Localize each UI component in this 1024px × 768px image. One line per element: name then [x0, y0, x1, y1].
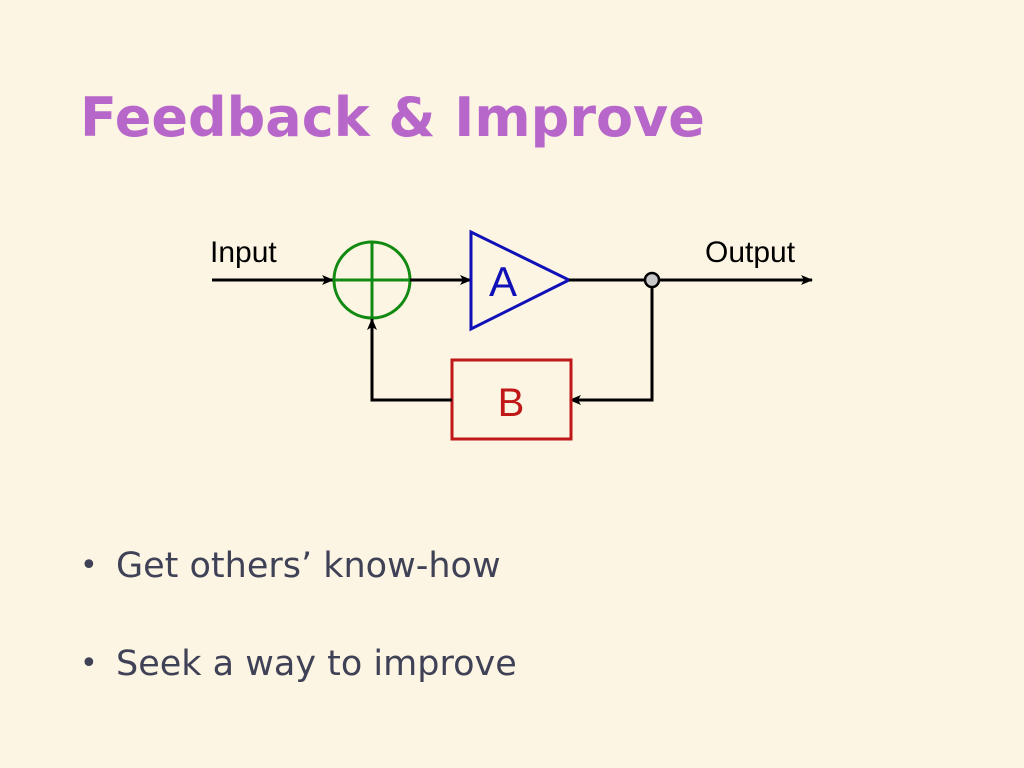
- bullet-item: • Seek a way to improve: [80, 636, 517, 692]
- output-takeoff-node: [643, 271, 661, 289]
- block-a-triangle: [469, 229, 573, 332]
- bullet-marker: •: [80, 646, 98, 681]
- summing-junction: [332, 240, 412, 320]
- block-a-label: A: [489, 258, 517, 305]
- feedback-node-to-b-line: [569, 287, 654, 405]
- input-label: Input: [210, 236, 277, 269]
- output-label: Output: [705, 236, 796, 269]
- bullet-text: Get others’ know-how: [116, 546, 501, 586]
- bullet-item: • Get others’ know-how: [80, 538, 517, 594]
- bullet-marker: •: [80, 548, 98, 583]
- slide-title: Feedback & Improve: [80, 86, 705, 149]
- feedback-b-to-junction-line: [367, 318, 452, 402]
- bullet-list: • Get others’ know-how • Seek a way to i…: [80, 538, 517, 734]
- bullet-text: Seek a way to improve: [116, 644, 517, 684]
- block-b-label: B: [498, 381, 525, 425]
